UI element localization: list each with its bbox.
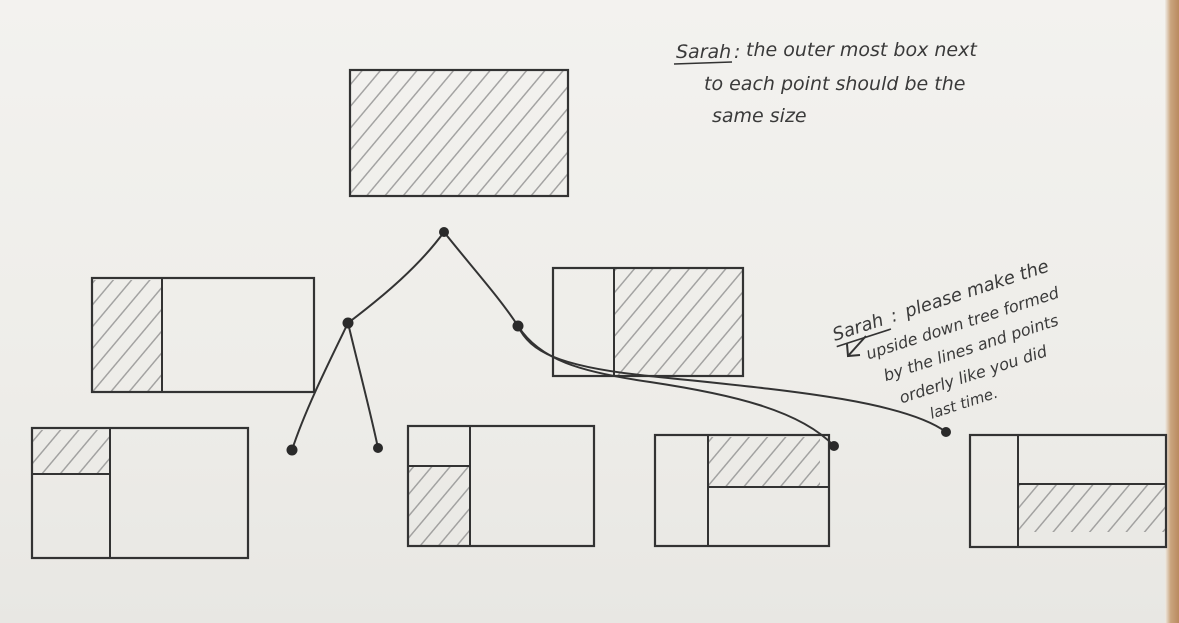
tree-edges <box>291 231 947 451</box>
node-right <box>512 320 524 332</box>
root-box-outline <box>348 68 570 198</box>
node-leaf-1 <box>286 444 298 456</box>
level2-box-1-shaded-region <box>32 430 110 474</box>
edge-root-to-right <box>443 231 519 327</box>
node-root <box>439 227 449 237</box>
table-edge <box>1165 0 1179 623</box>
level1-left-box-outline <box>90 276 316 394</box>
node-leaf-4 <box>941 427 951 437</box>
root-shaded-region <box>350 70 568 196</box>
node-leaf-2 <box>373 443 383 453</box>
level1-right-layout-box <box>551 266 745 378</box>
level2-box-2-outline <box>406 424 596 548</box>
note-1-line-2: to each point should be the <box>704 73 965 95</box>
level2-box-4-shaded-region <box>1018 484 1166 532</box>
edge-right-to-leaf-4 <box>517 325 947 433</box>
note-2: Sarah : please make the upside down tree… <box>830 256 1062 423</box>
node-leaf-3 <box>829 441 839 451</box>
note-1-line-1: the outer most box next <box>746 39 978 61</box>
note-1-line-3: same size <box>712 105 807 127</box>
level2-box-1-outline <box>30 426 250 560</box>
note-1-author: Sarah <box>676 41 731 63</box>
note-2-colon: : <box>888 305 900 327</box>
note-1-author-underline <box>673 61 733 65</box>
note-1: Sarah : the outer most box next to each … <box>673 39 978 127</box>
root-layout-box <box>348 68 570 198</box>
level2-box-4 <box>968 433 1168 549</box>
level2-box-2-shaded-region <box>408 466 470 546</box>
edge-root-to-left <box>347 231 445 324</box>
arrow-down-left-icon <box>846 335 867 358</box>
tree-nodes <box>286 227 951 456</box>
level1-left-layout-box <box>90 276 316 394</box>
level2-box-4-outline <box>968 433 1168 549</box>
level2-box-2 <box>406 424 596 548</box>
edge-left-to-leaf-1 <box>291 322 349 451</box>
level1-right-shaded-region <box>614 268 742 376</box>
level2-box-3-outline <box>653 433 831 548</box>
note-1-colon: : <box>734 41 740 63</box>
level2-box-1 <box>30 426 250 560</box>
node-left <box>342 317 354 329</box>
level1-left-shaded-region <box>92 280 162 392</box>
edge-left-to-leaf-2 <box>347 322 379 449</box>
level2-box-3 <box>653 433 831 548</box>
level2-box-3-shaded-region <box>708 437 820 487</box>
